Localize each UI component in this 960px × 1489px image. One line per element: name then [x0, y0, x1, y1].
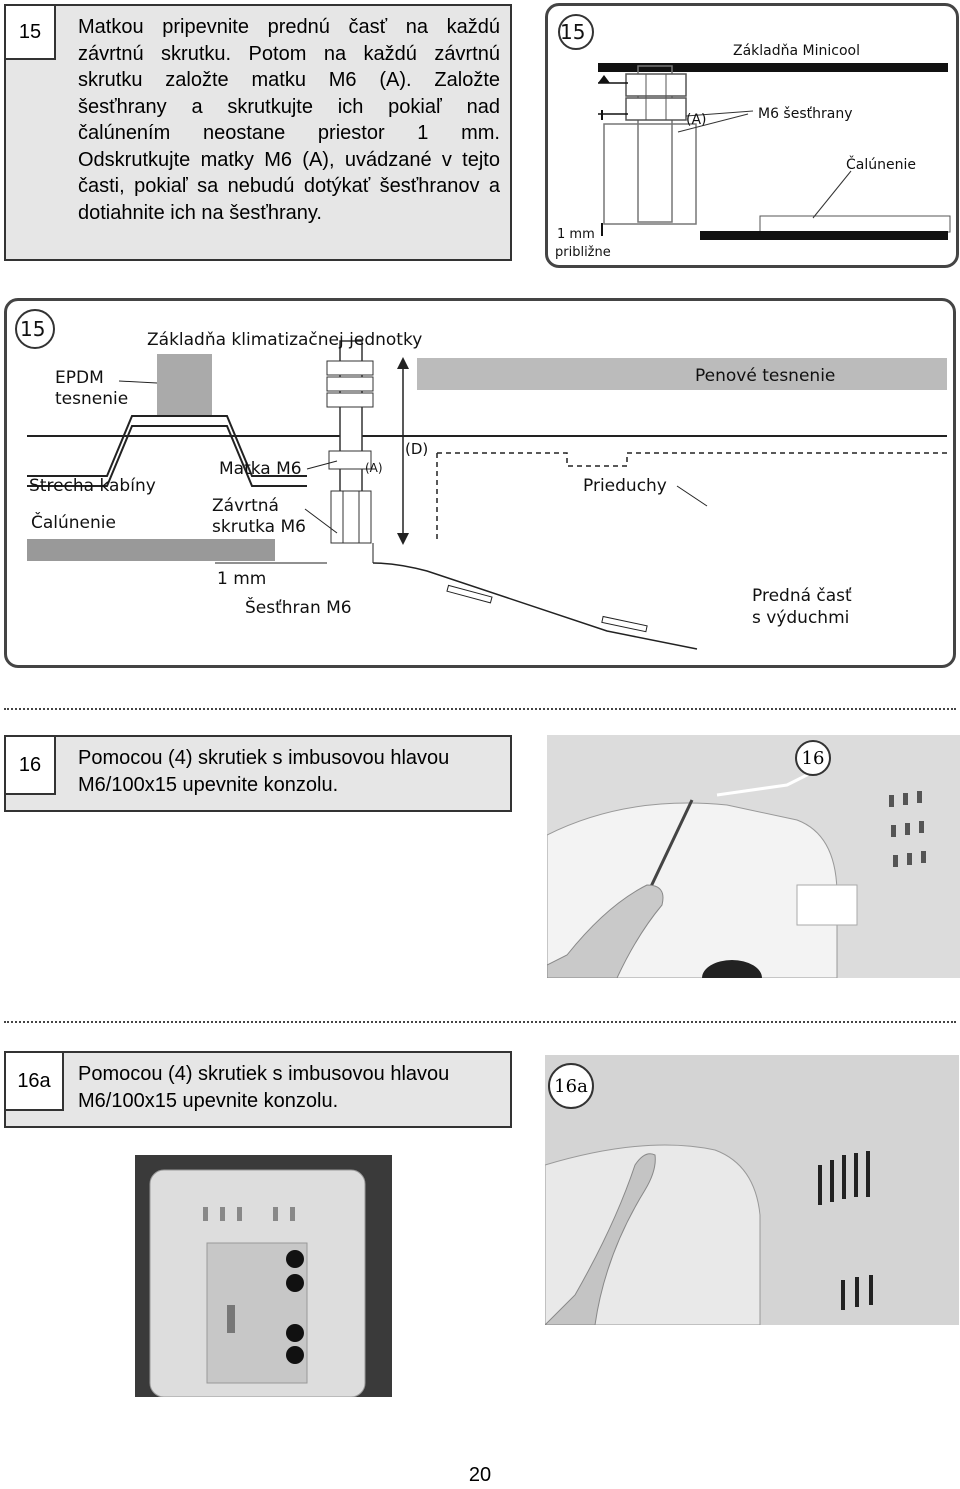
- diagram-step-15-small: 15 Základňa Minicool (A) M6 šesťhrany Ča…: [545, 3, 959, 268]
- large-base-label: Základňa klimatizačnej jednotky: [147, 330, 422, 350]
- separator-1: [4, 708, 956, 710]
- page-number: 20: [468, 1464, 492, 1486]
- large-epdm-label-2: tesnenie: [55, 389, 128, 409]
- large-vents-label: Prieduchy: [583, 476, 667, 496]
- photo-step-16a: 16a: [545, 1055, 959, 1325]
- step-16-badge: 16: [795, 740, 831, 776]
- large-stud-label-1: Závrtná: [212, 496, 279, 516]
- large-foam-label: Penové tesnenie: [695, 366, 835, 386]
- step-16-number: 16: [6, 737, 56, 795]
- small-diagram-badge: 15: [560, 20, 585, 44]
- step-16a-number: 16a: [6, 1053, 64, 1111]
- large-stud-label-2: skrutka M6: [212, 517, 306, 537]
- large-hex-label: Šesťhran M6: [245, 596, 352, 618]
- step-15-number: 15: [6, 6, 56, 60]
- separator-2: [4, 1021, 956, 1023]
- large-front-label-2: s výduchmi: [752, 608, 849, 628]
- small-base-label: Základňa Minicool: [733, 43, 860, 59]
- large-diagram-badge: 15: [20, 317, 45, 341]
- step-16a-badge: 16a: [548, 1063, 594, 1109]
- large-front-label-1: Predná časť: [752, 586, 852, 606]
- diagram-large-drawing: 15 Základňa klimatizačnej jednotky EPDM …: [15, 309, 947, 650]
- step-16-text: Pomocou (4) skrutiek s imbusovou hlavou …: [78, 747, 450, 796]
- step-15-box: 15 Matkou pripevnite prednú časť na každ…: [4, 4, 512, 261]
- photo-step-16a-bracket: [135, 1155, 392, 1397]
- large-upholstery-label: Čalúnenie: [31, 511, 116, 533]
- large-nut-label: Matka M6: [219, 459, 302, 479]
- small-gap-label-2: približne: [555, 245, 611, 260]
- large-a-label: (A): [365, 461, 383, 475]
- diagram-small-drawing: 15 Základňa Minicool (A) M6 šesťhrany Ča…: [555, 14, 951, 260]
- small-hex-label: M6 šesťhrany: [758, 106, 853, 122]
- small-gap-label-1: 1 mm: [557, 227, 595, 242]
- step-16a-text: Pomocou (4) skrutiek s imbusovou hlavou …: [78, 1063, 450, 1112]
- large-d-label: (D): [405, 440, 428, 458]
- diagram-step-15-large: 15 Základňa klimatizačnej jednotky EPDM …: [4, 298, 956, 668]
- step-16-box: 16 Pomocou (4) skrutiek s imbusovou hlav…: [4, 735, 512, 812]
- large-gap-label: 1 mm: [217, 569, 266, 589]
- photo-step-16: 16: [547, 735, 960, 978]
- step-15-text: Matkou pripevnite prednú časť na každú z…: [78, 16, 500, 224]
- large-epdm-label-1: EPDM: [55, 368, 104, 388]
- large-roof-label: Strecha kabíny: [29, 476, 156, 496]
- small-a-label: (A): [686, 112, 707, 128]
- step-16a-box: 16a Pomocou (4) skrutiek s imbusovou hla…: [4, 1051, 512, 1128]
- small-upholstery-label: Čalúnenie: [846, 155, 916, 173]
